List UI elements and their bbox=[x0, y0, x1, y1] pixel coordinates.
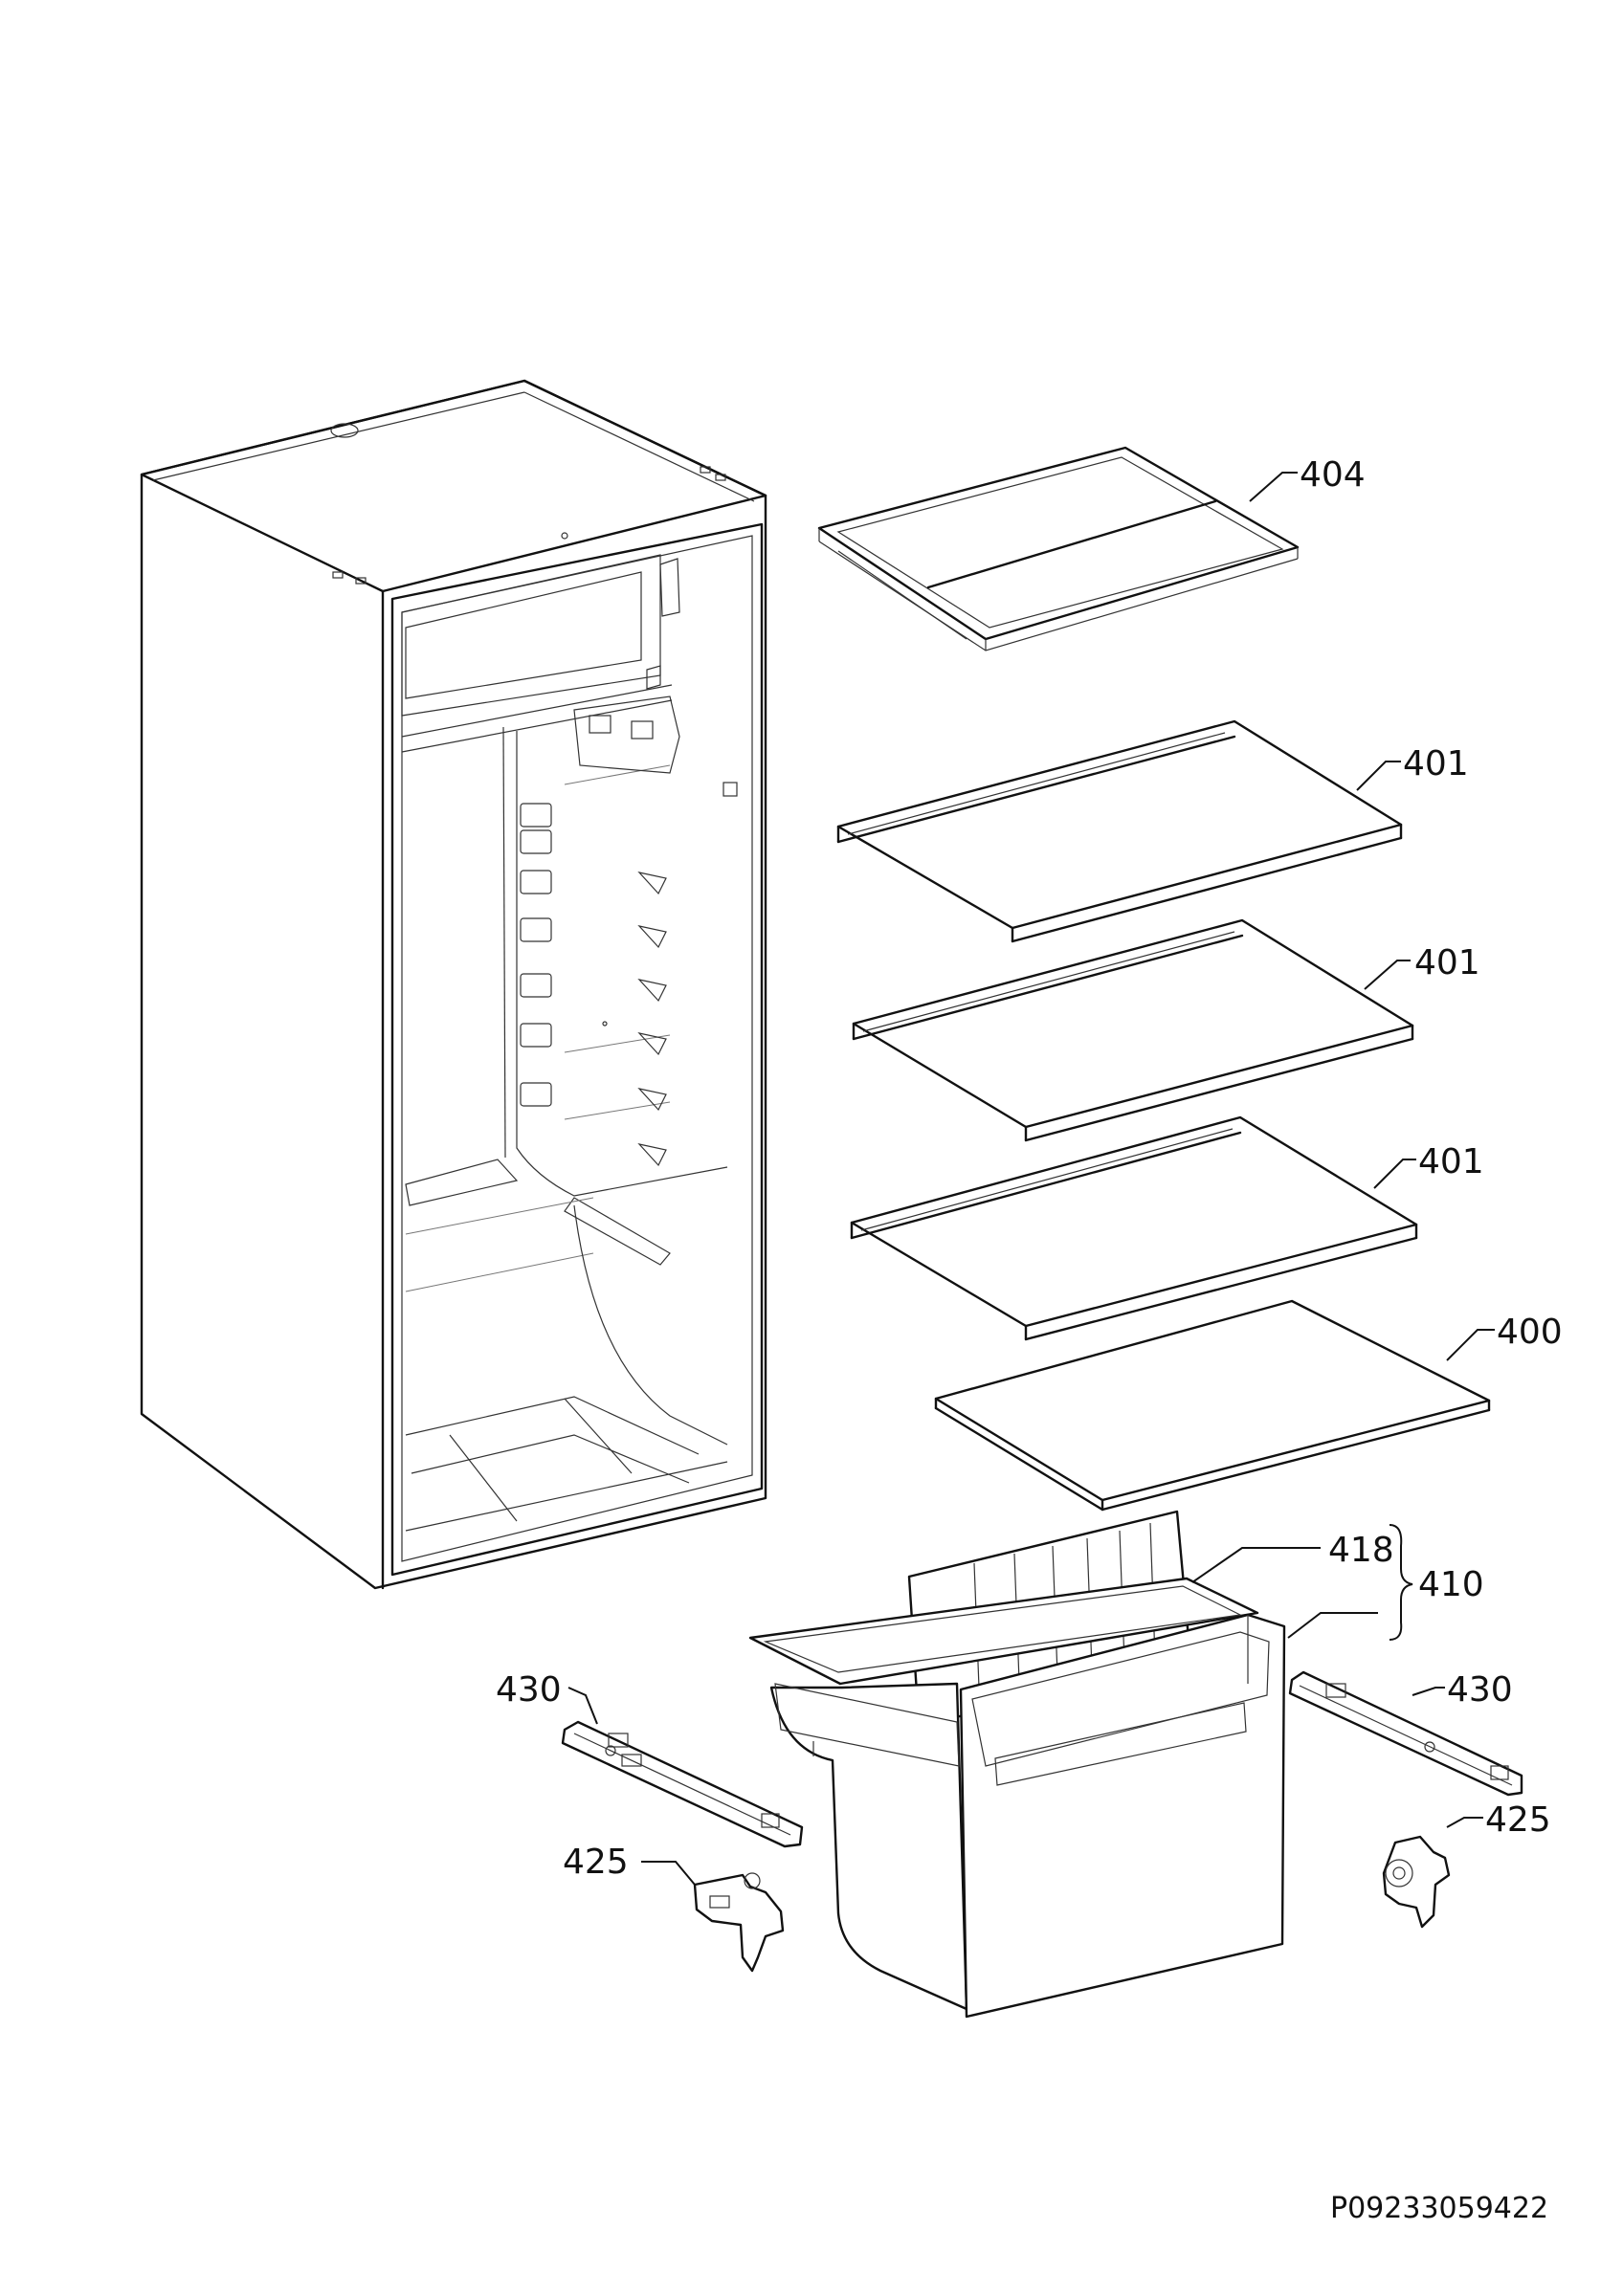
callout-418: 418 bbox=[1328, 1531, 1394, 1570]
group-brace bbox=[1389, 1524, 1413, 1641]
shelf-401-top bbox=[836, 719, 1403, 943]
glass-shelf-400 bbox=[934, 1299, 1491, 1512]
shelf-401-middle bbox=[852, 918, 1414, 1142]
callout-401-top: 401 bbox=[1403, 744, 1469, 784]
callout-425-left: 425 bbox=[563, 1843, 629, 1882]
callout-425-right: 425 bbox=[1485, 1800, 1551, 1840]
callout-401-bottom: 401 bbox=[1418, 1142, 1484, 1181]
document-number: P09233059422 bbox=[1330, 2192, 1548, 2225]
shelf-401-bottom bbox=[850, 1115, 1418, 1341]
bracket-425-left bbox=[693, 1872, 785, 1973]
rail-430-left bbox=[561, 1720, 804, 1848]
shelf-404 bbox=[817, 446, 1300, 651]
callout-401-middle: 401 bbox=[1414, 943, 1480, 982]
callout-410: 410 bbox=[1418, 1565, 1484, 1604]
crisper-drawer-410 bbox=[748, 1510, 1286, 2019]
bracket-425-right bbox=[1382, 1835, 1451, 1929]
rail-430-right bbox=[1288, 1670, 1523, 1797]
callout-430-right: 430 bbox=[1447, 1670, 1513, 1710]
callout-430-left: 430 bbox=[496, 1670, 562, 1710]
callout-404: 404 bbox=[1300, 455, 1366, 495]
leader-lines bbox=[567, 472, 1495, 1886]
callout-400: 400 bbox=[1497, 1313, 1563, 1352]
refrigerator-cabinet bbox=[140, 379, 767, 1590]
